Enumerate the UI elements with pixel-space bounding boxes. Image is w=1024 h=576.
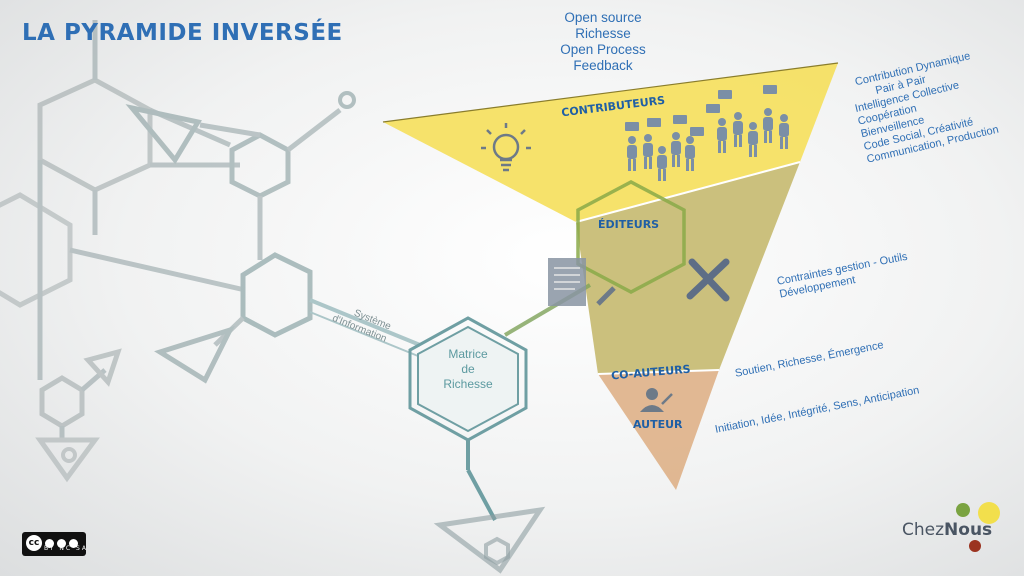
cheznous-logo: ChezNous (902, 520, 992, 540)
speech-bubble-icons (625, 85, 777, 136)
license-icons (45, 535, 81, 553)
cc-icon: cc (26, 535, 42, 551)
page-title: LA PYRAMIDE INVERSÉE (22, 20, 343, 46)
document-icon (548, 258, 616, 306)
matrix-label-line: Matrice (448, 347, 488, 361)
layer-auteur (598, 370, 719, 490)
top-list-item: Richesse (575, 26, 631, 41)
cheznous-logo-circles (956, 502, 1000, 552)
layer-label-auteur: AUTEUR (633, 418, 683, 431)
top-list-item: Feedback (573, 58, 633, 73)
logo-text-part2: Nous (944, 520, 993, 540)
matrix-hexagon (408, 316, 546, 574)
license-badge: cc BY NC SA (22, 532, 86, 556)
top-list-item: Open source (564, 10, 642, 25)
matrix-label-line: de (461, 362, 475, 376)
matrix-label-line: Richesse (443, 377, 493, 391)
background-network (0, 20, 421, 483)
author-icon (640, 388, 673, 412)
matrix-label: Matrice de Richesse (428, 347, 508, 392)
lightbulb-icon (481, 123, 531, 172)
top-list-item: Open Process (560, 42, 646, 57)
layer-editeurs (576, 162, 800, 374)
license-tags: BY NC SA (44, 545, 88, 552)
layer-label-editeurs: ÉDITEURS (598, 218, 660, 231)
people-group-icon (627, 108, 789, 181)
logo-text-part1: Chez (902, 520, 945, 540)
pyramid (382, 62, 839, 490)
top-list: Open source Richesse Open Process Feedba… (548, 10, 658, 74)
tools-icon (686, 258, 730, 302)
